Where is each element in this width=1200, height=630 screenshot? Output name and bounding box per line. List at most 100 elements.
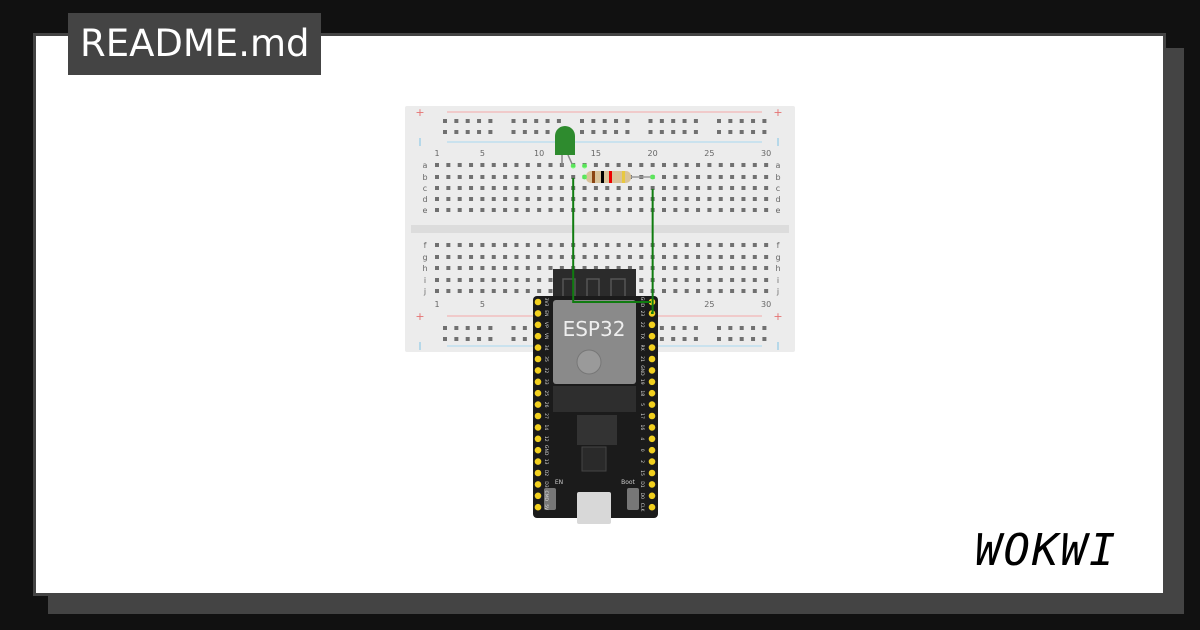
- hole: [639, 289, 644, 293]
- hole: [446, 278, 451, 282]
- hole: [764, 163, 769, 167]
- hole: [718, 175, 723, 179]
- hole: [684, 289, 689, 293]
- hole: [741, 208, 746, 212]
- pin-label: 27: [543, 413, 549, 419]
- pin-vn: [534, 332, 542, 340]
- hole: [525, 255, 530, 259]
- hole: [548, 208, 553, 212]
- pin-label: D3: [543, 481, 549, 487]
- hole: [662, 278, 666, 282]
- hole: [593, 243, 598, 247]
- pin-label: 3V3: [543, 298, 549, 307]
- hole: [752, 289, 757, 293]
- hole: [673, 243, 678, 247]
- voltage-regulator: [577, 415, 617, 445]
- pin-label: CLK: [639, 503, 645, 513]
- hole: [741, 186, 746, 190]
- hole: [741, 278, 746, 282]
- rail-hole: [682, 337, 687, 341]
- hole: [593, 197, 598, 201]
- hole: [559, 186, 564, 190]
- row-label: h: [775, 264, 780, 273]
- hole: [741, 266, 746, 270]
- rail-hole: [488, 337, 493, 341]
- hole: [673, 266, 678, 270]
- hole: [764, 175, 769, 179]
- row-label: j: [776, 287, 779, 296]
- micro-usb-port: [577, 492, 611, 524]
- hole: [662, 208, 666, 212]
- hole: [469, 163, 474, 167]
- pin-tx: [648, 332, 656, 340]
- rail-hole: [762, 337, 767, 341]
- hole: [548, 163, 553, 167]
- hole: [457, 255, 462, 259]
- hole: [514, 266, 519, 270]
- hole: [707, 243, 712, 247]
- column-label: 1: [434, 300, 439, 309]
- row-label: b: [422, 173, 427, 182]
- rail-hole: [454, 130, 459, 134]
- hole: [559, 255, 564, 259]
- hole: [503, 197, 508, 201]
- hole: [525, 266, 530, 270]
- pin-label: 19: [639, 379, 645, 385]
- pin-label: 17: [639, 413, 645, 419]
- hole: [752, 186, 757, 190]
- rail-hole: [488, 130, 493, 134]
- hole: [446, 197, 451, 201]
- hole: [673, 278, 678, 282]
- column-label: 25: [704, 149, 714, 158]
- rail-hole: [477, 130, 482, 134]
- hole: [639, 266, 644, 270]
- hole: [446, 289, 451, 293]
- rail-hole: [728, 119, 733, 123]
- pin-13: [534, 458, 542, 465]
- pin-0: [648, 446, 656, 454]
- hole: [605, 243, 610, 247]
- hole: [582, 243, 587, 247]
- hole: [730, 266, 735, 270]
- hole: [548, 289, 553, 293]
- connection-highlight: [650, 174, 656, 180]
- rail-hole: [648, 130, 653, 134]
- hole: [764, 289, 769, 293]
- center-channel: [411, 225, 789, 233]
- hole: [469, 266, 474, 270]
- hole: [605, 255, 610, 259]
- hole: [730, 289, 735, 293]
- rail-hole: [488, 326, 493, 330]
- rail-hole: [739, 130, 744, 134]
- hole: [571, 175, 576, 179]
- column-label: 5: [480, 149, 485, 158]
- hole: [480, 175, 485, 179]
- hole: [696, 197, 701, 201]
- esp32-module-shield: [553, 300, 636, 384]
- hole: [503, 175, 508, 179]
- rail-hole: [465, 326, 470, 330]
- hole: [730, 163, 735, 167]
- row-label: e: [776, 206, 781, 215]
- hole: [741, 243, 746, 247]
- hole: [707, 289, 712, 293]
- hole: [469, 243, 474, 247]
- rail-hole: [717, 119, 721, 123]
- pin-17: [648, 412, 656, 420]
- wire-resistor-to-gpio23: [651, 189, 654, 314]
- hole: [457, 289, 462, 293]
- pin-label: 18: [639, 390, 645, 396]
- hole: [514, 163, 519, 167]
- hole: [684, 163, 689, 167]
- hole: [627, 243, 632, 247]
- pin-label: 12: [543, 436, 549, 442]
- hole: [696, 163, 701, 167]
- espressif-logo-icon: [576, 349, 602, 375]
- connection-highlight: [582, 174, 588, 180]
- hole: [446, 255, 451, 259]
- hole: [616, 255, 621, 259]
- hole: [525, 186, 530, 190]
- hole: [718, 197, 723, 201]
